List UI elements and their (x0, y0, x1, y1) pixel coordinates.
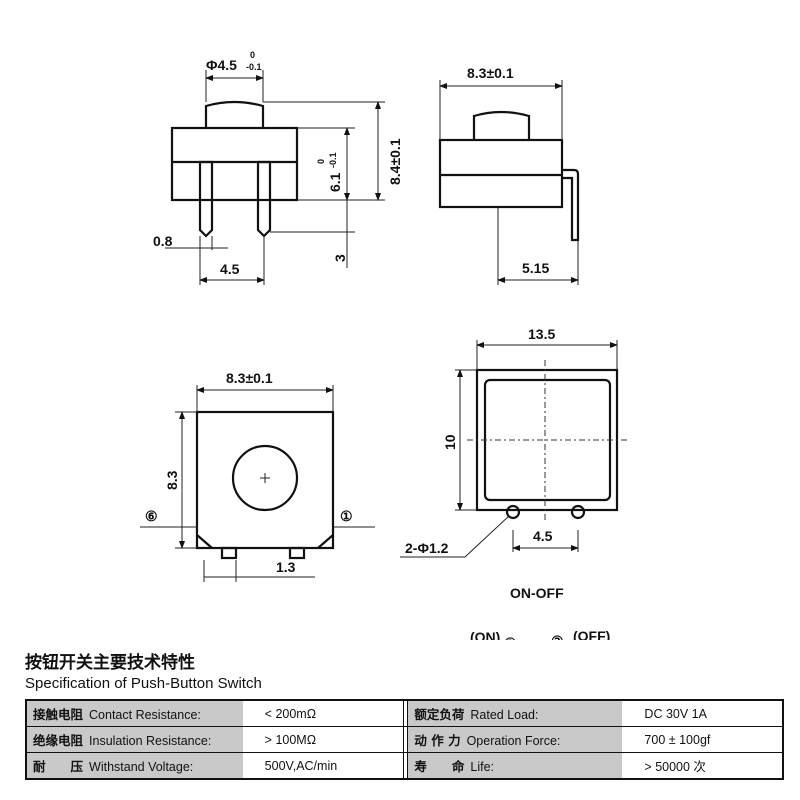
value: DC 30V 1A (622, 700, 783, 727)
front-view: Φ4.5 0 -0.1 8.4±0.1 6.1 0 -0.1 3 0.8 4.5 (153, 50, 403, 285)
button-diameter-label: Φ4.5 (206, 57, 237, 73)
body-height-label: 6.1 (327, 172, 343, 192)
lead-offset-label: 5.15 (522, 260, 549, 276)
en-label: Insulation Resistance: (89, 734, 212, 748)
pin-6-marker: ⑥ (145, 508, 158, 524)
total-height-label: 8.4±0.1 (387, 138, 403, 185)
pin-width-label: 0.8 (153, 233, 173, 249)
spec-title-cn: 按钮开关主要技术特性 (25, 653, 195, 673)
value: > 50000 次 (622, 752, 783, 780)
cn-label: 接触电阻 (33, 707, 84, 722)
table-row: 接触电阻 Contact Resistance: < 200mΩ 额定负荷 Rate… (26, 700, 783, 727)
table-row: 绝缘电阻 Insulation Resistance: > 100MΩ 动 作 力… (26, 726, 783, 753)
footprint-height-label: 10 (442, 434, 458, 450)
pin-1-marker: ① (340, 508, 353, 524)
side-width-label: 8.3±0.1 (467, 65, 514, 81)
value: 700 ± 100gf (622, 726, 783, 753)
footprint-width-label: 13.5 (528, 326, 555, 342)
hole-spacing-label: 4.5 (533, 528, 553, 544)
on-label: (ON) (470, 629, 500, 640)
side-view: 8.3±0.1 5.15 (438, 65, 580, 285)
spec-table: 接触电阻 Contact Resistance: < 200mΩ 额定负荷 Rate… (25, 699, 784, 780)
holes-label: 2-Φ1.2 (405, 540, 449, 556)
spec-title-en: Specification of Push-Button Switch (25, 675, 262, 692)
tolerance-upper: 0 (316, 159, 326, 164)
pin-spacing-label: 4.5 (220, 261, 240, 277)
value: 500V,AC/min (242, 752, 404, 780)
cn-label: 额定负荷 (414, 707, 465, 722)
technical-drawing: Φ4.5 0 -0.1 8.4±0.1 6.1 0 -0.1 3 0.8 4.5… (140, 50, 627, 640)
switch-schematic: ON-OFF (ON) ① ⑥ ② (OFF) (470, 585, 610, 640)
en-label: Withstand Voltage: (89, 760, 194, 774)
top-view: 8.3±0.1 8.3 ⑥ ① 1.3 (140, 370, 375, 582)
en-label: Rated Load: (470, 708, 539, 722)
cn-label: 动 作 力 (414, 733, 461, 748)
pin-1-symbol: ① (504, 635, 517, 640)
value: < 200mΩ (242, 700, 404, 727)
pin-gap-label: 1.3 (276, 559, 296, 575)
table-row: 耐 压 Withstand Voltage: 500V,AC/min 寿 命 Lif… (26, 752, 783, 780)
cn-label: 绝缘电阻 (33, 733, 84, 748)
schematic-title: ON-OFF (510, 585, 564, 601)
top-height-label: 8.3 (164, 470, 180, 490)
en-label: Operation Force: (466, 734, 561, 748)
en-label: Life: (470, 760, 495, 774)
value: > 100MΩ (242, 726, 404, 753)
tolerance-lower: -0.1 (328, 152, 338, 168)
top-width-label: 8.3±0.1 (226, 370, 273, 386)
en-label: Contact Resistance: (89, 708, 201, 722)
cn-label: 耐 压 (33, 759, 84, 774)
cn-label: 寿 命 (414, 759, 465, 774)
pin-2-symbol: ② (551, 633, 564, 640)
tolerance-lower: -0.1 (246, 62, 262, 72)
footprint-view: 13.5 10 2-Φ1.2 4.5 (400, 326, 627, 558)
pin-length-label: 3 (332, 254, 348, 262)
off-label: (OFF) (573, 628, 610, 640)
tolerance-upper: 0 (250, 50, 255, 60)
